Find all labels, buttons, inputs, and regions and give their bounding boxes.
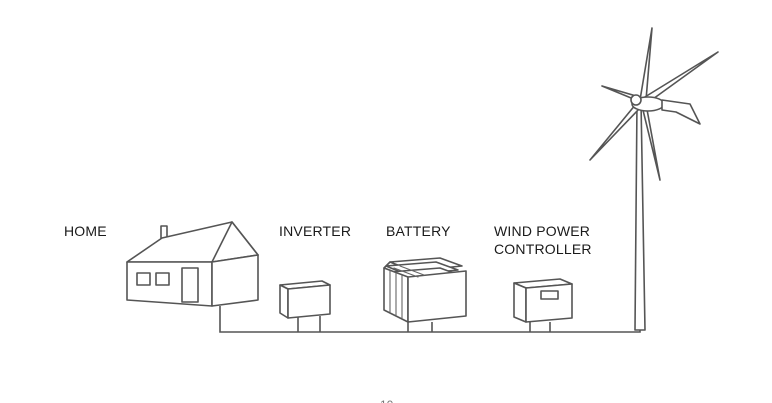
turbine-blade-icon xyxy=(641,103,661,181)
wind-turbine-icon xyxy=(589,27,719,331)
label-home: HOME xyxy=(64,223,107,239)
controller-display-icon xyxy=(540,290,559,300)
turbine-hub-icon xyxy=(630,94,642,106)
controller-icon xyxy=(513,278,573,323)
turbine-blade-icon xyxy=(589,103,641,161)
label-controller-line1: WIND POWER xyxy=(494,223,590,239)
battery-icon xyxy=(383,257,467,323)
inverter-icon xyxy=(279,280,331,319)
turbine-blade-icon xyxy=(639,27,653,101)
house-icon xyxy=(126,221,259,307)
label-battery: BATTERY xyxy=(386,223,451,239)
turbine-blade-icon xyxy=(639,51,719,105)
label-inverter: INVERTER xyxy=(279,223,351,239)
page-number: 10 xyxy=(380,398,394,403)
turbine-tail-icon xyxy=(661,99,701,125)
label-controller-line2: CONTROLLER xyxy=(494,241,592,257)
